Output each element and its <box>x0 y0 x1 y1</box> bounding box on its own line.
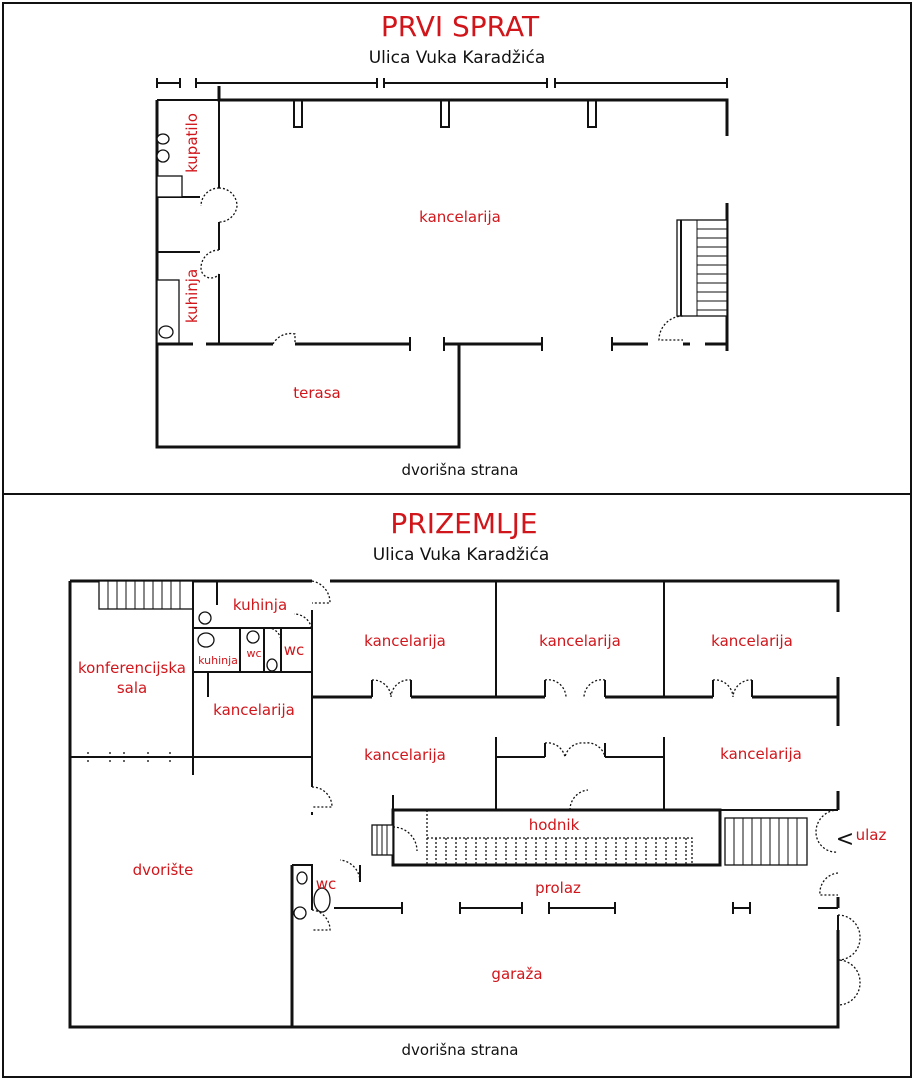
office-1-label: kancelarija <box>364 632 446 650</box>
ground-floor-plan: PRIZEMLJE Ulica Vuka Karadžića <box>68 507 887 1059</box>
office-small-label: kancelarija <box>213 701 295 719</box>
corridor-label: hodnik <box>529 816 580 834</box>
first-floor-kitchen-label: kuhinja <box>183 269 201 323</box>
passage-label: prolaz <box>535 879 581 897</box>
first-floor-terrace-label: terasa <box>293 384 340 402</box>
ground-floor-walls <box>68 579 861 1029</box>
first-floor-office-label: kancelarija <box>419 208 501 226</box>
first-floor-bathroom-label: kupatilo <box>183 113 201 173</box>
frame-ground-floor <box>2 493 912 1078</box>
wc-b-label: wc <box>284 641 305 659</box>
ground-kitchen-label: kuhinja <box>233 596 287 614</box>
entrance-arrow: < <box>836 827 854 852</box>
office-5-label: kancelarija <box>720 745 802 763</box>
entrance-label: ulaz <box>856 826 887 844</box>
first-floor-walls <box>155 78 729 449</box>
ground-floor-title: PRIZEMLJE <box>390 507 537 540</box>
first-floor-plan: PRVI SPRAT Ulica Vuka Karadžića <box>155 10 729 479</box>
ground-floor-street: Ulica Vuka Karadžića <box>373 545 550 565</box>
small-kitchen-label: kuhinja <box>198 654 238 667</box>
wc-a-label: wc <box>246 647 261 660</box>
frame-first-floor <box>2 2 912 495</box>
first-floor-street: Ulica Vuka Karadžića <box>369 48 546 68</box>
office-3-label: kancelarija <box>711 632 793 650</box>
garage-label: garaža <box>491 965 542 983</box>
office-2-label: kancelarija <box>539 632 621 650</box>
ground-floor-yard-side: dvorišna strana <box>402 1041 519 1059</box>
first-floor-yard-side: dvorišna strana <box>402 461 519 479</box>
office-4-label: kancelarija <box>364 746 446 764</box>
first-floor-title: PRVI SPRAT <box>381 10 540 43</box>
conference-room-label-2: sala <box>117 679 147 697</box>
courtyard-label: dvorište <box>133 861 194 879</box>
conference-room-label-1: konferencijska <box>78 659 186 677</box>
wc-c-label: wc <box>316 875 337 893</box>
